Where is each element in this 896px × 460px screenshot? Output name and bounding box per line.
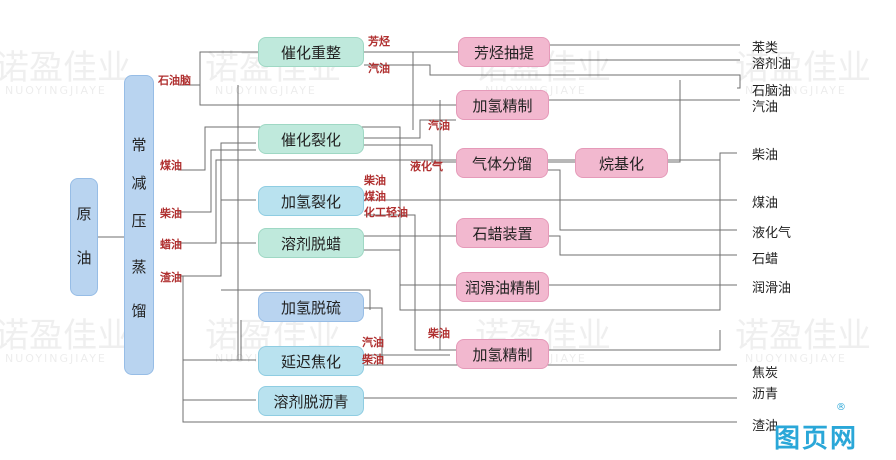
product-label: 柴油	[752, 148, 779, 163]
product-label: 石蜡	[752, 252, 779, 267]
unit-aromatics-extraction: 芳烃抽提	[458, 37, 550, 67]
watermark-subtext: NUOYINGJIAYE	[5, 84, 107, 97]
stream-label: 化工轻油	[364, 206, 408, 219]
product-label: 渣油	[752, 419, 779, 434]
site-logo: 图页网	[774, 424, 859, 454]
crude-char: 油	[76, 249, 92, 267]
unit-alkylation: 烷基化	[575, 148, 668, 178]
watermark-subtext: NUOYINGJIAYE	[215, 84, 317, 97]
stream-label: 芳烃	[368, 35, 390, 48]
stream-label: 煤油	[160, 159, 182, 172]
watermark-text: 诺盈佳业	[735, 48, 871, 88]
product-label: 汽油	[752, 100, 779, 115]
watermark-text: 诺盈佳业	[0, 48, 131, 88]
product-label: 沥青	[752, 387, 779, 402]
product-label: 液化气	[752, 226, 792, 241]
unit-delayed-coking: 延迟焦化	[258, 346, 364, 376]
watermark-subtext: NUOYINGJIAYE	[5, 352, 107, 365]
column-char: 蒸	[131, 258, 147, 276]
column-char: 减	[131, 174, 147, 192]
stream-label: 汽油	[428, 119, 450, 132]
column-char: 常	[131, 136, 147, 154]
watermark-subtext: NUOYINGJIAYE	[745, 352, 847, 365]
unit-wax-plant: 石蜡装置	[456, 218, 549, 248]
stream-label: 煤油	[364, 190, 386, 203]
stream-label: 柴油	[362, 353, 384, 366]
product-label: 润滑油	[752, 281, 792, 296]
stream-label: 汽油	[368, 62, 390, 75]
unit-gas-fractionation: 气体分馏	[456, 148, 548, 178]
unit-catalytic-reforming: 催化重整	[258, 37, 364, 67]
unit-catalytic-cracking: 催化裂化	[258, 124, 364, 154]
crude-char: 原	[76, 205, 92, 223]
stream-label: 蜡油	[160, 238, 182, 251]
product-label: 焦炭	[752, 366, 779, 381]
product-label: 石脑油	[752, 84, 792, 99]
watermark-subtext: NUOYINGJIAYE	[745, 84, 847, 97]
stream-label: 柴油	[160, 207, 182, 220]
stream-label: 汽油	[362, 336, 384, 349]
stream-label: 渣油	[160, 271, 182, 284]
stream-label: 柴油	[428, 327, 450, 340]
stream-label: 柴油	[364, 174, 386, 187]
unit-hydrocracking: 加氢裂化	[258, 186, 364, 216]
unit-hydrofining-1: 加氢精制	[456, 90, 549, 120]
stream-label: 液化气	[410, 160, 443, 173]
stream-label: 石油脑	[158, 74, 191, 87]
registered-mark: ®	[836, 402, 846, 413]
unit-hydrodesulfurization: 加氢脱硫	[258, 292, 364, 322]
unit-hydrofining-2: 加氢精制	[456, 339, 549, 369]
product-label: 溶剂油	[752, 57, 792, 72]
watermark-text: 诺盈佳业	[735, 316, 871, 356]
unit-solvent-dewaxing: 溶剂脱蜡	[258, 228, 364, 258]
crude-oil-box: 原 油	[70, 178, 98, 296]
product-label: 煤油	[752, 196, 779, 211]
product-label: 苯类	[752, 41, 779, 56]
unit-solvent-deasphalting: 溶剂脱沥青	[258, 386, 364, 416]
distillation-column: 常 减 压 蒸 馏	[124, 75, 154, 375]
watermark-text: 诺盈佳业	[0, 316, 131, 356]
column-char: 馏	[131, 302, 147, 320]
column-char: 压	[131, 212, 147, 230]
unit-lube-refining: 润滑油精制	[456, 272, 549, 302]
